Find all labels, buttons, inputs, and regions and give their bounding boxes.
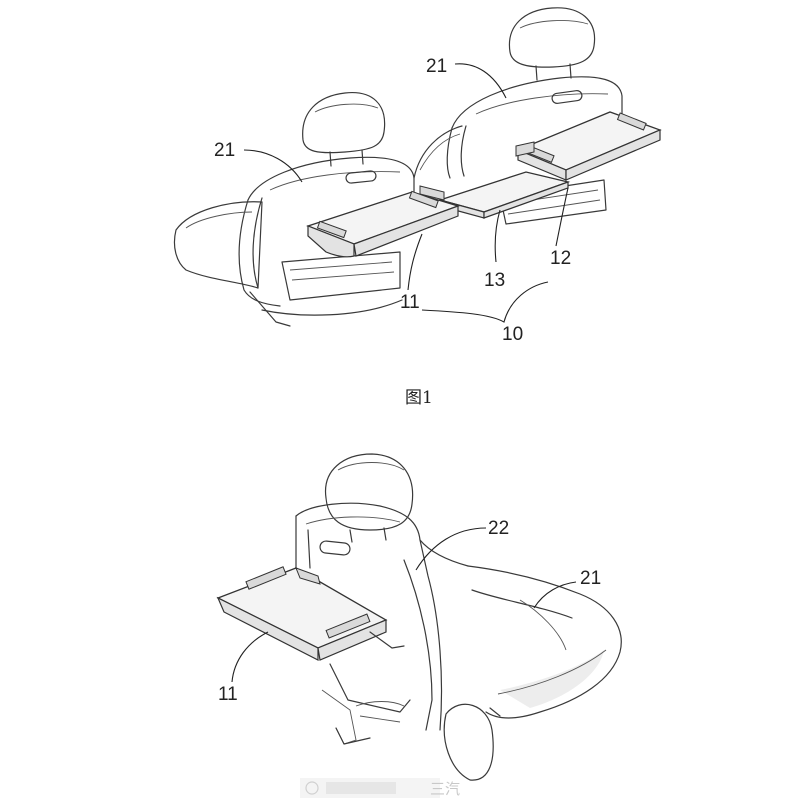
label-21-right: 21 [426,56,447,77]
leader-11-fig2 [231,631,269,683]
figure2-tray [216,566,405,661]
leader-10 [421,281,549,323]
figure1-tray-right [515,111,662,181]
watermark: 三汽 [300,778,460,798]
figure2-headrest [324,453,414,543]
leader-12 [555,187,569,247]
figure1-tray-middle [437,171,571,219]
figure1-caption: 图1 [405,388,433,408]
figure1-seat-left [173,92,415,327]
figure-1: 21 21 11 13 12 10 图1 [173,7,662,408]
label-21-left: 21 [214,140,235,161]
label-12: 12 [550,248,571,269]
label-11-fig1: 11 [400,292,420,313]
leader-22 [415,527,487,571]
label-13: 13 [484,270,505,291]
figure1-tray-left [306,185,461,258]
label-10: 10 [502,324,523,345]
watermark-text: 三汽 [430,780,460,798]
figure2-backrest [295,502,469,731]
label-11-fig2: 11 [218,684,238,705]
figure-2: 22 21 11 [216,453,622,781]
figure2-seat [443,565,622,781]
label-21-fig2: 21 [580,568,601,589]
leader-11-fig1 [407,233,423,291]
leader-21-right [454,63,507,99]
label-22: 22 [488,518,509,539]
leader-21-fig2 [533,581,577,609]
leader-13 [494,209,501,263]
figure2-frame [321,663,411,745]
leader-21-left [243,149,303,183]
